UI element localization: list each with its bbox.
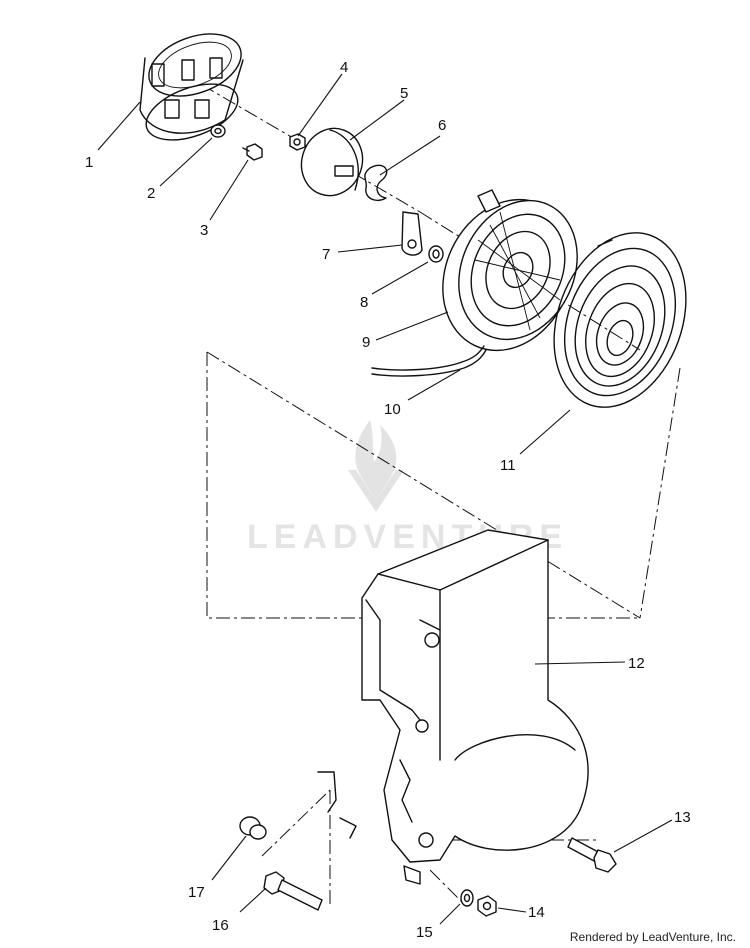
part-17-grommet	[239, 816, 267, 840]
callout-3: 3	[200, 222, 208, 239]
part-9-rope-pulley	[442, 189, 578, 352]
callout-10: 10	[384, 401, 401, 418]
callout-5: 5	[400, 85, 408, 102]
callout-1: 1	[85, 154, 93, 171]
callout-13: 13	[674, 809, 691, 826]
part-10-starter-rope	[371, 345, 487, 377]
part-4-nut	[289, 133, 306, 151]
callout-9: 9	[362, 334, 370, 351]
part-12-blower-housing	[317, 529, 589, 885]
callout-8: 8	[360, 294, 368, 311]
callout-16: 16	[212, 917, 229, 934]
watermark-logo	[348, 420, 404, 512]
part-16-bolt	[263, 871, 323, 911]
part-11-recoil-spring	[553, 232, 687, 408]
part-15-washer	[460, 889, 474, 907]
callout-17: 17	[188, 884, 205, 901]
callout-11: 11	[500, 457, 516, 474]
part-1-ratchet-cup	[139, 33, 244, 141]
part-2-washer	[210, 124, 226, 138]
part-13-bolt	[567, 837, 617, 873]
callout-15: 15	[416, 924, 433, 941]
callout-4: 4	[340, 59, 348, 76]
callout-12: 12	[628, 655, 645, 672]
callout-2: 2	[147, 185, 155, 202]
callout-labels: 1 2 3 4 5 6 7 8 9 10 11 12 13 14 15 16 1…	[85, 59, 691, 941]
part-7-pawl	[401, 211, 423, 256]
callout-6: 6	[438, 117, 446, 134]
footer-credit: Rendered by LeadVenture, Inc.	[569, 930, 736, 944]
part-14-nut	[477, 895, 497, 917]
part-3-screw	[242, 143, 263, 161]
callout-14: 14	[528, 904, 545, 921]
part-6-clip-spring	[364, 164, 388, 202]
callout-7: 7	[322, 246, 330, 263]
part-5-drive-plate	[300, 127, 364, 197]
leader-lines	[97, 73, 673, 925]
part-8-bushing	[428, 245, 444, 263]
